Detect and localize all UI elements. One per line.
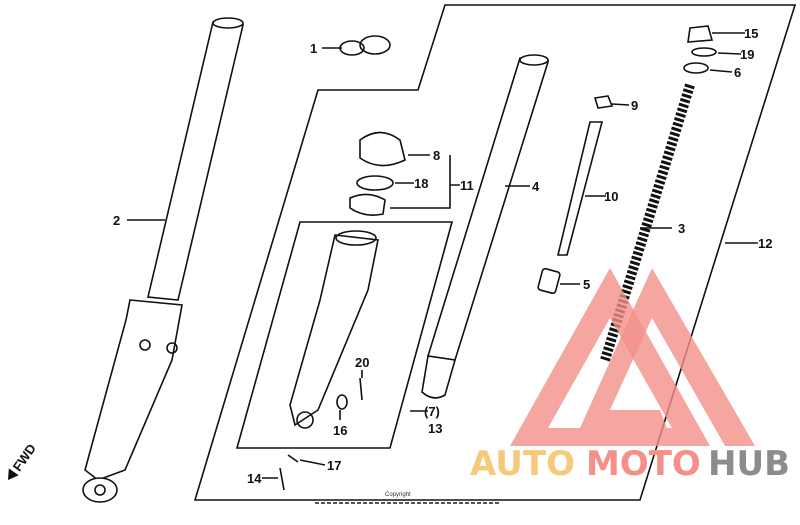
- callout-13: 13: [428, 421, 442, 436]
- part-13-fork-slider: [289, 230, 379, 429]
- callout-1: 1: [310, 41, 317, 56]
- callout-11: 11: [460, 178, 474, 193]
- part-4-inner-tube: [421, 54, 550, 399]
- callout-4: 4: [532, 179, 540, 194]
- part-17-bolt: [287, 454, 299, 463]
- part-14-bolt: [279, 467, 285, 491]
- callout-16: 16: [333, 423, 347, 438]
- fwd-indicator: FWD: [8, 441, 39, 480]
- part-8-seal: [359, 131, 406, 167]
- callout-18: 18: [414, 176, 428, 191]
- part-18-clip: [356, 175, 394, 191]
- callout-14: 14: [247, 471, 262, 486]
- sub-assembly-boundary: [235, 221, 454, 449]
- svg-text:FWD: FWD: [10, 441, 39, 474]
- part-2-fork-outer: [82, 17, 244, 503]
- callout-10: 10: [604, 189, 618, 204]
- callout-19: 19: [740, 47, 754, 62]
- part-6-spacer: [683, 62, 709, 74]
- callout-12: 12: [758, 236, 772, 251]
- svg-text:AUTO: AUTO: [470, 444, 575, 484]
- callout-17: 17: [327, 458, 341, 473]
- part-20-bolt: [359, 377, 363, 401]
- part-9-piece: [593, 95, 614, 109]
- callout-8: 8: [433, 148, 440, 163]
- assembly-boundary: [193, 4, 797, 501]
- callout-5: 5: [583, 277, 590, 292]
- callout-9: 9: [631, 98, 638, 113]
- copyright-text: Copyright: [385, 492, 411, 498]
- part-10-damper-rod: [556, 121, 604, 256]
- part-3-fork-spring: [600, 83, 695, 362]
- svg-text:MOTO: MOTO: [586, 444, 701, 484]
- part-5-spring: [537, 267, 561, 295]
- part-19-o-ring: [691, 47, 717, 57]
- watermark-text: AUTO MOTO HUB: [470, 444, 790, 484]
- callout-7: (7): [424, 404, 440, 419]
- callout-20: 20: [355, 355, 369, 370]
- part-1-rings: [339, 35, 391, 56]
- callout-6: 6: [734, 65, 741, 80]
- part-16-washer: [336, 394, 348, 410]
- callout-3: 3: [678, 221, 685, 236]
- callout-15: 15: [744, 26, 758, 41]
- watermark-logo: [510, 268, 755, 446]
- callout-2: 2: [113, 213, 120, 228]
- svg-text:HUB: HUB: [708, 444, 790, 484]
- part-11-bushing: [349, 193, 386, 216]
- part-15-cap-bolt: [687, 25, 714, 43]
